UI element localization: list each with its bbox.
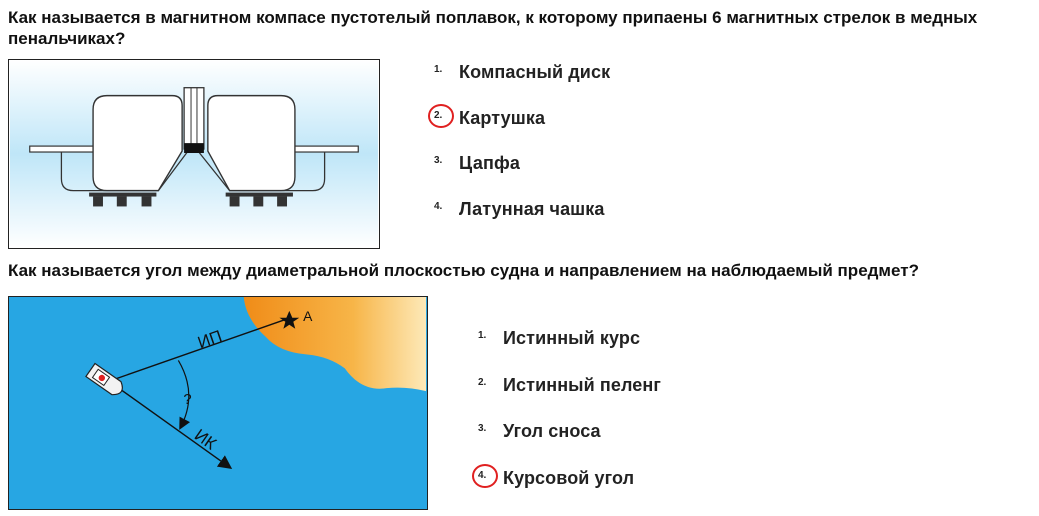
right-float-chamber	[207, 94, 296, 192]
bearing-line	[108, 318, 288, 382]
question-1-options: 1. Компасный диск 2. Картушка 3. Цапфа 4…	[428, 62, 610, 245]
right-arm	[293, 145, 359, 153]
option-label: Истинный пеленг	[503, 374, 661, 395]
option-label: Компасный диск	[459, 62, 611, 82]
option-number-selected: 4.	[472, 463, 503, 488]
object-label: А	[303, 308, 313, 324]
angle-arc	[177, 360, 191, 430]
q1-option-4[interactable]: 4. Латунная чашка	[434, 199, 610, 245]
question-2-options: 1. Истинный курс 2. Истинный пеленг 3. У…	[472, 328, 661, 515]
option-label: Угол сноса	[503, 421, 601, 441]
option-label: Курсовой угол	[503, 467, 635, 488]
option-label: Истинный курс	[503, 328, 641, 348]
option-number: 1.	[478, 330, 487, 341]
angle-label: ?	[183, 392, 191, 408]
option-number: 3.	[434, 155, 443, 166]
relative-bearing-illustration: ИП ИК ? А	[8, 296, 428, 510]
q2-option-2[interactable]: 2. Истинный пеленг	[478, 375, 661, 422]
q1-option-1[interactable]: 1. Компасный диск	[434, 62, 610, 108]
compass-float-illustration	[8, 59, 380, 249]
question-1-text: Как называется в магнитном компасе пусто…	[8, 8, 978, 48]
central-tube	[183, 87, 205, 150]
q1-option-2[interactable]: 2. Картушка	[428, 103, 610, 154]
q2-option-4[interactable]: 4. Курсовой угол	[472, 463, 661, 515]
option-label: Латунная чашка	[459, 198, 605, 219]
pivot-cap	[184, 143, 204, 154]
course-label: ИК	[191, 425, 220, 453]
option-label: Цапфа	[459, 153, 520, 173]
left-arm	[29, 145, 95, 153]
left-float-chamber	[92, 94, 183, 192]
bearing-label: ИП	[195, 326, 224, 352]
coastline-land	[243, 297, 427, 392]
option-number: 1.	[434, 64, 443, 75]
option-label: Картушка	[459, 107, 546, 128]
option-number-selected: 2.	[428, 103, 459, 128]
question-2-text: Как называется угол между диаметральной …	[8, 261, 919, 280]
q2-option-1[interactable]: 1. Истинный курс	[478, 328, 661, 375]
course-line	[108, 380, 233, 470]
option-number: 4.	[434, 200, 443, 212]
star-icon	[279, 310, 300, 329]
option-number: 2.	[478, 376, 487, 388]
relative-bearing-svg: ИП ИК ? А	[85, 297, 427, 470]
magnet-cases	[89, 192, 293, 207]
q2-option-3[interactable]: 3. Угол сноса	[478, 421, 661, 468]
q1-option-3[interactable]: 3. Цапфа	[434, 153, 610, 199]
boat-icon	[85, 362, 123, 396]
option-number: 3.	[478, 423, 487, 434]
compass-float-svg	[9, 60, 379, 248]
